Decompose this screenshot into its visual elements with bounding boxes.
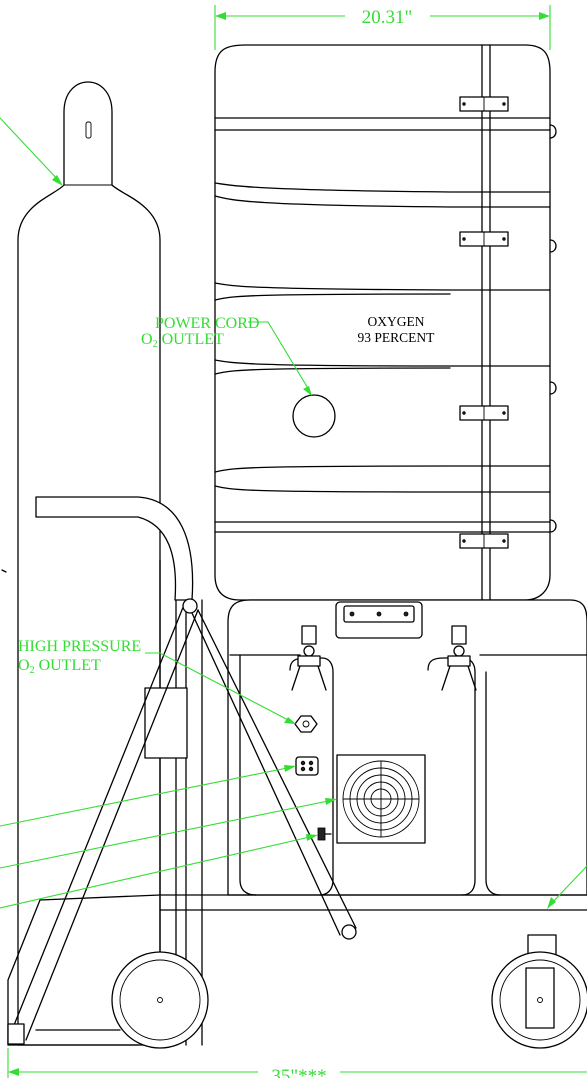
- latch: [459, 231, 509, 247]
- high-pressure-label: HIGH PRESSURE O2 OUTLET: [18, 638, 141, 676]
- center-handle: [335, 601, 423, 639]
- high-pressure-outlet: [294, 715, 318, 733]
- power-cord-label-line1: POWER CORD: [155, 315, 259, 332]
- oxygen-generator-case: OXYGEN 93 PERCENT: [214, 44, 557, 601]
- cooling-fan: [336, 754, 426, 844]
- o2-outlet-label: O2 OUTLET: [141, 331, 224, 350]
- power-cord-port: [292, 394, 336, 438]
- valve-fitting-right: [441, 625, 477, 691]
- dimension-top-width-label: 20.31": [362, 7, 413, 28]
- dimension-top-width: 20.31": [214, 5, 551, 50]
- valve-fitting-left: [291, 625, 327, 691]
- small-valve: [317, 827, 332, 841]
- electrical-connector: [295, 756, 319, 776]
- latch: [459, 405, 509, 421]
- leader-lines: [0, 117, 587, 909]
- latch: [459, 96, 509, 112]
- lower-unit: [227, 599, 587, 896]
- power-cord-label: POWER CORD O2 OUTLET: [141, 315, 259, 350]
- cart-frame: [144, 559, 203, 1046]
- high-pressure-label-line1: HIGH PRESSURE: [18, 638, 141, 655]
- edge-tick: [1, 569, 7, 573]
- left-wheel: [111, 951, 209, 1049]
- oxygen-cylinder: [17, 81, 161, 1046]
- case-text-percent: 93 PERCENT: [358, 330, 436, 345]
- dimension-bottom-length: 35"***: [7, 1048, 587, 1078]
- latch: [459, 533, 509, 549]
- right-wheel: [491, 951, 587, 1049]
- hp-o2-outlet-label: O2 OUTLET: [18, 657, 101, 676]
- case-text-oxygen: OXYGEN: [368, 314, 425, 329]
- cart-handle: [9, 496, 357, 1041]
- dimension-bottom-length-label: 35"***: [271, 1066, 326, 1078]
